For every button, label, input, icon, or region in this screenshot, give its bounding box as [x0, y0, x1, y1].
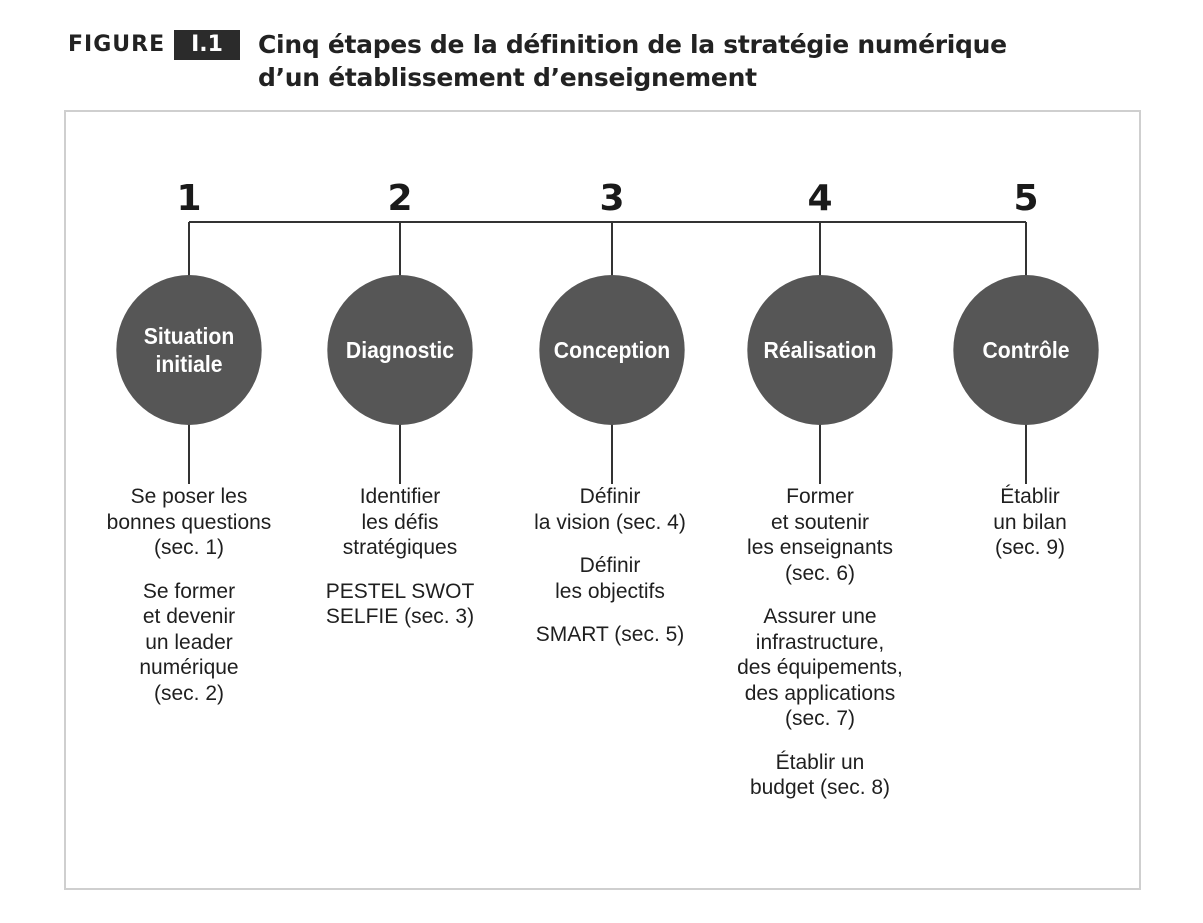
figure-title-line-1: Cinq étapes de la définition de la strat…: [258, 30, 1007, 59]
step-4-number: 4: [807, 178, 833, 219]
step-5-item-1: Établir un bilan (sec. 9): [993, 485, 1067, 559]
step-1-circle: Situation initiale: [116, 275, 262, 425]
step-3-item-3: SMART (sec. 5): [535, 623, 685, 646]
figure-number: I.1: [174, 30, 240, 60]
step-3-circle: Conception: [539, 275, 685, 425]
step-4-item-3: Établir un budget (sec. 8): [749, 750, 891, 800]
step-2-circle: Diagnostic: [327, 275, 473, 425]
step-3-number: 3: [599, 178, 625, 219]
step-5-name: Contrôle: [982, 337, 1070, 363]
step-2-name: Diagnostic: [345, 337, 455, 363]
step-5-number: 5: [1013, 178, 1039, 219]
step-1-item-2: Se former et devenir un leader numérique…: [139, 579, 239, 705]
figure-title: Cinq étapes de la définition de la strat…: [258, 28, 1078, 94]
step-2-number: 2: [387, 178, 413, 219]
step-4-circle: Réalisation: [747, 275, 893, 425]
step-4-item-1: Former et soutenir les enseignants (sec.…: [747, 485, 893, 585]
step-3-description: Définir la vision (sec. 4) Définir les o…: [500, 484, 720, 666]
step-3-item-2: Définir les objectifs: [555, 554, 665, 603]
step-1-number: 1: [176, 178, 202, 219]
step-4-name: Réalisation: [763, 337, 877, 363]
step-3-name: Conception: [553, 337, 671, 363]
diagram-frame: [64, 110, 1141, 890]
step-2-item-1: Identifier les défis stratégiques: [342, 485, 458, 559]
step-3-item-1: Définir la vision (sec. 4): [534, 485, 686, 534]
figure-title-line-2: d’un établissement d’enseignement: [258, 63, 757, 92]
step-5-circle: Contrôle: [953, 275, 1099, 425]
step-1-description: Se poser les bonnes questions (sec. 1) S…: [79, 484, 299, 724]
step-1-item-1: Se poser les bonnes questions (sec. 1): [106, 485, 272, 559]
step-4-description: Former et soutenir les enseignants (sec.…: [710, 484, 930, 819]
step-1-name: Situation initiale: [143, 323, 235, 377]
step-4-item-2: Assurer une infrastructure, des équipeme…: [737, 605, 903, 730]
step-2-item-2: PESTEL SWOT SELFIE (sec. 3): [325, 579, 475, 629]
step-5-description: Établir un bilan (sec. 9): [920, 484, 1140, 579]
figure-label: FIGURE: [68, 32, 166, 57]
step-2-description: Identifier les défis stratégiques PESTEL…: [290, 484, 510, 648]
